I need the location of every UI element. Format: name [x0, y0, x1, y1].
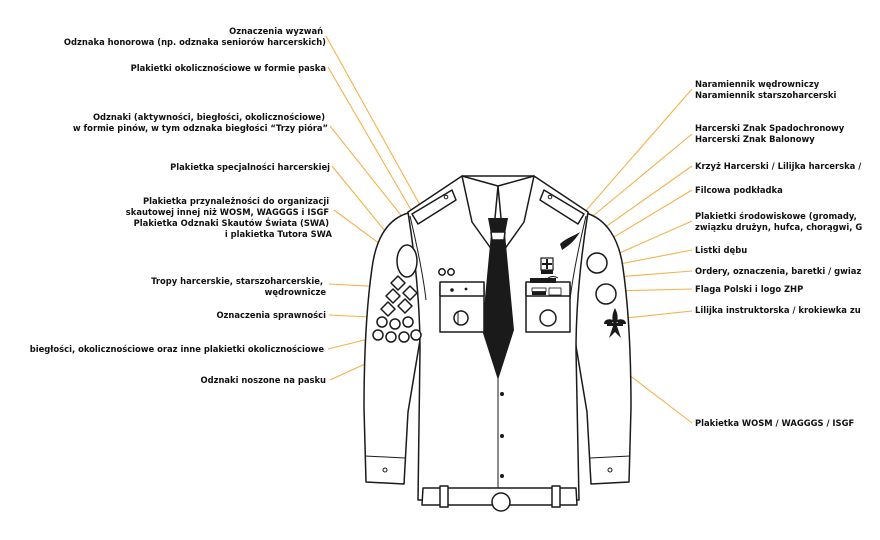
- left-label-0-line-0: Oznaczenia wyzwań: [229, 26, 323, 36]
- left-label-4-line-1: skautowej innej niż WOSM, WAGGGS i ISGF: [126, 207, 330, 217]
- challenge-pin-2: [447, 268, 455, 276]
- medal-ribbons: [530, 278, 556, 283]
- right-label-5: Listki dębu: [695, 245, 747, 255]
- right-labels: Naramiennik wędrowniczy Naramiennik star…: [695, 79, 862, 428]
- right-label-6-line-0: Ordery, oznaczenia, baretki / gwiaz: [695, 266, 861, 276]
- right-label-9: Plakietka WOSM / WAGGGS / ISGF: [695, 418, 854, 428]
- right-sleeve: [568, 212, 632, 485]
- left-label-2: Odznaki (aktywności, biegłości, okoliczn…: [73, 112, 328, 133]
- right-label-9-line-0: Plakietka WOSM / WAGGGS / ISGF: [695, 418, 854, 428]
- challenge-pin-1: [438, 268, 446, 276]
- right-label-4: Plakietki środowiskowe (gromady, związku…: [695, 211, 862, 232]
- left-label-2-line-0: Odznaki (aktywności, biegłości, okoliczn…: [93, 112, 325, 122]
- left-cuff: [364, 455, 406, 459]
- right-cuff: [589, 455, 631, 459]
- belt-buckle: [491, 492, 511, 512]
- left-label-5-line-1: wędrownicze: [265, 287, 327, 297]
- left-shoulder-seam: [409, 215, 427, 301]
- left-label-8: Odznaki noszone na pasku: [200, 375, 326, 385]
- right-label-7-line-0: Flaga Polski i logo ZHP: [695, 284, 803, 294]
- leader-r8: [625, 310, 693, 319]
- shirt-button-1: [500, 392, 504, 396]
- left-cuff-button: [382, 467, 388, 473]
- poland-flag-icon: [531, 287, 547, 295]
- right-label-7: Flaga Polski i logo ZHP: [695, 284, 803, 294]
- leader-l6: [328, 314, 371, 318]
- woggle-ring: [490, 231, 506, 241]
- right-label-1-line-0: Harcerski Znak Spadochronowy: [695, 123, 845, 133]
- left-label-5: Tropy harcerskie, starszoharcerskie, węd…: [151, 276, 326, 297]
- right-label-3-line-0: Filcowa podkładka: [695, 185, 783, 195]
- left-label-8-line-0: Odznaki noszone na pasku: [200, 375, 326, 385]
- right-label-4-line-1: związku drużyn, hufca, chorągwi, G: [695, 222, 862, 232]
- right-label-4-line-0: Plakietki środowiskowe (gromady,: [695, 211, 857, 221]
- right-label-0-line-1: Naramiennik starszoharcerski: [695, 90, 836, 100]
- left-label-0: Oznaczenia wyzwań Odznaka honorowa (np. …: [64, 26, 326, 47]
- belt-loop-right: [551, 485, 561, 508]
- left-label-3: Plakietka specjalności harcerskiej: [170, 162, 330, 172]
- right-label-0: Naramiennik wędrowniczy Naramiennik star…: [695, 79, 836, 100]
- shirt-button-3: [500, 474, 504, 478]
- oak-leaves: [547, 276, 559, 279]
- right-label-3: Filcowa podkładka: [695, 185, 783, 195]
- left-sleeve: [363, 212, 427, 485]
- right-label-8-line-0: Lilijka instruktorska / krokiewka zu: [695, 305, 861, 315]
- left-label-6: Oznaczenia sprawności: [216, 310, 326, 320]
- right-cuff-button: [607, 467, 613, 473]
- left-label-0-line-1: Odznaka honorowa (np. odznaka seniorów h…: [64, 37, 326, 47]
- left-label-7: biegłości, okolicznościowe oraz inne pla…: [30, 344, 325, 354]
- specialty-badge: [396, 244, 418, 278]
- unit-badge: [586, 252, 608, 274]
- left-pocket-pin-1: [450, 288, 454, 292]
- right-label-6: Ordery, oznaczenia, baretki / gwiaz: [695, 266, 861, 276]
- fleur-de-lis-icon: [604, 308, 626, 338]
- left-label-5-line-0: Tropy harcerskie, starszoharcerskie,: [151, 276, 323, 286]
- left-label-2-line-1: w formie pinów, w tym odznaka biegłości …: [73, 123, 328, 133]
- zhp-logo: [548, 287, 562, 296]
- left-pocket-pin-2: [464, 287, 468, 291]
- left-labels: Oznaczenia wyzwań Odznaka honorowa (np. …: [30, 26, 333, 385]
- left-label-6-line-0: Oznaczenia sprawności: [216, 310, 326, 320]
- left-epaulette-button: [443, 194, 449, 200]
- leader-r0: [575, 88, 693, 223]
- left-label-4: Plakietka przynależności do organizacji …: [126, 196, 333, 239]
- right-epaulette-button: [547, 194, 553, 200]
- left-label-1-line-0: Plakietki okolicznościowe w formie paska: [131, 63, 326, 73]
- left-label-3-line-0: Plakietka specjalności harcerskiej: [170, 162, 330, 172]
- right-label-0-line-0: Naramiennik wędrowniczy: [695, 79, 820, 89]
- right-label-2-line-0: Krzyż Harcerski / Lilijka harcerska /: [695, 161, 862, 171]
- parachute-badge: [560, 232, 580, 250]
- wosm-badge: [539, 309, 557, 327]
- shirt-button-2: [500, 434, 504, 438]
- scout-shirt-icon: [363, 175, 632, 512]
- left-label-4-line-2: Plakietka Odznaki Skautów Świata (SWA): [134, 217, 330, 228]
- belt-loop-left: [439, 485, 449, 508]
- left-label-4-line-3: i plakietka Tutora SWA: [225, 229, 333, 239]
- right-label-1: Harcerski Znak Spadochronowy Harcerski Z…: [695, 123, 847, 144]
- left-label-7-line-0: biegłości, okolicznościowe oraz inne pla…: [30, 344, 325, 354]
- harcerski-cross-icon: [540, 257, 554, 274]
- left-pocket-badge: [453, 310, 469, 326]
- wosm-sleeve-badge: [595, 283, 617, 305]
- left-label-4-line-0: Plakietka przynależności do organizacji: [143, 196, 329, 206]
- right-label-1-line-1: Harcerski Znak Balonowy: [695, 134, 815, 144]
- trail-badges: [380, 275, 418, 317]
- proficiency-badges: [372, 316, 422, 343]
- left-label-1: Plakietki okolicznościowe w formie paska: [131, 63, 326, 73]
- right-label-2: Krzyż Harcerski / Lilijka harcerska /: [695, 161, 862, 171]
- left-pocket-flap: [439, 281, 485, 297]
- right-label-8: Lilijka instruktorska / krokiewka zu: [695, 305, 861, 315]
- right-label-5-line-0: Listki dębu: [695, 245, 747, 255]
